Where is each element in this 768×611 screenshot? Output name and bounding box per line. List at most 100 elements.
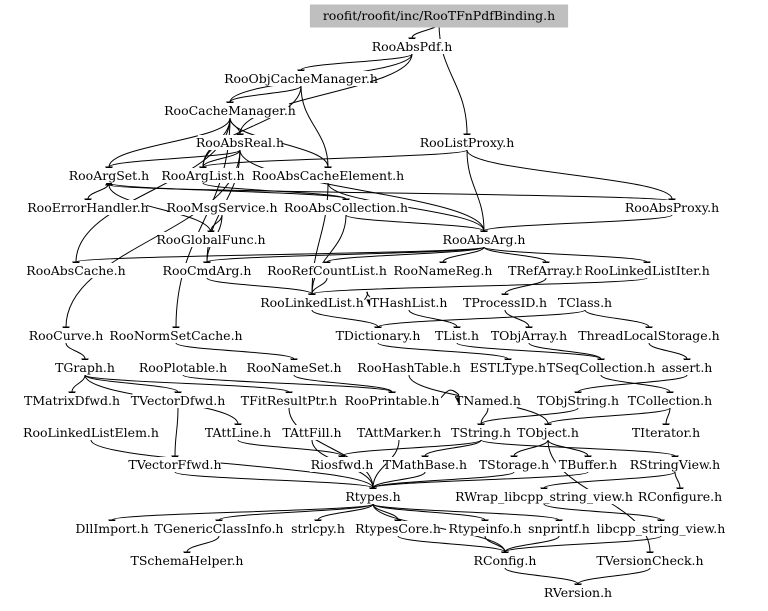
edge-line [504, 277, 547, 295]
node-roo-abs-real: RooAbsReal.h [196, 135, 284, 150]
node-label-background [316, 8, 562, 23]
node-label-background [445, 232, 523, 247]
edge-line [372, 471, 515, 489]
edge-line [397, 535, 506, 553]
node-label-background [454, 489, 634, 504]
node-label-background [637, 489, 723, 504]
node-label: RtypesCore.h [355, 521, 441, 536]
edge-line [206, 277, 313, 295]
node-label: RooHashTable.h [357, 360, 461, 375]
node-label: ESTLType.h [470, 360, 546, 375]
edge-line [300, 85, 329, 168]
edge-line [202, 149, 241, 168]
node-label: TMatrixDfwd.h [24, 393, 120, 408]
edge-line [504, 535, 560, 553]
node-label: TVersionCheck.h [596, 553, 703, 568]
node-label: RooAbsReal.h [196, 135, 284, 150]
edge-line [577, 374, 688, 393]
edge-line [65, 342, 86, 360]
node-label-background [259, 168, 397, 183]
node-label-background [132, 393, 224, 408]
edge-line [456, 342, 602, 360]
node-roo-abs-proxy: RooAbsProxy.h [625, 200, 719, 215]
node-label: TAttLine.h [205, 425, 271, 440]
node-tmath-base: TMathBase.h [383, 457, 467, 472]
node-snprintf: snprintf.h [523, 521, 595, 536]
node-tvector-dfwd: TVectorDfwd.h [131, 393, 226, 408]
node-label-background [30, 328, 102, 343]
node-tobj-array: TObjArray.h [490, 328, 568, 343]
node-label: TGenericClassInfo.h [155, 521, 284, 536]
node-label: RStringView.h [630, 457, 720, 472]
node-label: TMathBase.h [383, 457, 467, 472]
edge-line [377, 342, 509, 360]
node-rconfig: RConfig.h [472, 553, 538, 568]
node-label-background [276, 425, 348, 440]
node-label: TSeqCollection.h [547, 360, 655, 375]
node-roo-ref-count-list: RooRefCountList.h [267, 263, 387, 278]
node-label-background [168, 263, 246, 278]
node-label: RooLinkedListElem.h [23, 425, 159, 440]
edge-line [372, 503, 560, 521]
edge-line [175, 342, 295, 360]
node-roo-abs-pdf: RooAbsPdf.h [372, 39, 452, 54]
edge-line [483, 246, 547, 263]
edge-line [547, 407, 671, 425]
node-tschema-helper: TSchemaHelper.h [131, 553, 243, 568]
edge-line [229, 85, 302, 103]
node-label: TObjString.h [537, 393, 619, 408]
node-rtypes: Rtypes.h [344, 489, 402, 504]
node-roo-list-proxy: RooListProxy.h [418, 135, 516, 150]
node-label-background [515, 425, 581, 440]
node-label-background [448, 425, 514, 440]
node-roo-hash-table: RooHashTable.h [357, 360, 461, 375]
node-label: TRefArray.h [508, 263, 584, 278]
node-label-background [626, 200, 718, 215]
node-label-background [236, 393, 342, 408]
node-estltype: ESTLType.h [470, 360, 546, 375]
node-tref-array: TRefArray.h [507, 263, 585, 278]
node-label-background [202, 425, 274, 440]
node-label: TVectorDfwd.h [131, 393, 226, 408]
node-roo-name-set: RooNameSet.h [246, 360, 342, 375]
node-roo-global-func: RooGlobalFunc.h [156, 232, 266, 247]
edge-line [484, 535, 506, 553]
edge-line [108, 117, 231, 168]
node-label: RooCurve.h [29, 328, 104, 343]
node-roo-cmd-arg: RooCmdArg.h [163, 263, 251, 278]
edge-line [665, 407, 671, 425]
edge-line [466, 149, 485, 232]
node-label-background [472, 553, 538, 568]
node-label: RooArgSet.h [69, 168, 149, 183]
node-label: TFitResultPtr.h [241, 393, 337, 408]
edge-line [300, 53, 413, 71]
node-label-background [70, 168, 148, 183]
edge-line [466, 149, 673, 200]
node-label-background [542, 585, 614, 600]
edge-line [108, 184, 212, 234]
node-label-background [370, 295, 448, 310]
node-label-background [26, 393, 118, 408]
edge-line [377, 309, 586, 328]
edge-line [90, 439, 374, 489]
node-riosfwd: Riosfwd.h [309, 457, 375, 472]
node-label-background [386, 457, 464, 472]
node-rtypeinfo: Rtypeinfo.h [446, 521, 524, 536]
node-rtypes-core: RtypesCore.h [355, 521, 441, 536]
edge-line [311, 277, 648, 295]
node-label: RConfig.h [474, 553, 537, 568]
node-label-background [153, 521, 285, 536]
edge-line [175, 117, 231, 328]
edge-line [504, 309, 530, 328]
edge-line [71, 374, 86, 393]
node-label: TObjArray.h [491, 328, 567, 343]
node-tcollection: TCollection.h [624, 393, 716, 408]
node-label: TDictionary.h [336, 328, 421, 343]
node-label-background [171, 103, 289, 118]
node-label: RooGlobalFunc.h [156, 232, 265, 247]
node-label-background [30, 263, 122, 278]
edge-line [218, 503, 374, 521]
node-label: DllImport.h [75, 521, 148, 536]
node-roo-arg-set: RooArgSet.h [69, 168, 149, 183]
